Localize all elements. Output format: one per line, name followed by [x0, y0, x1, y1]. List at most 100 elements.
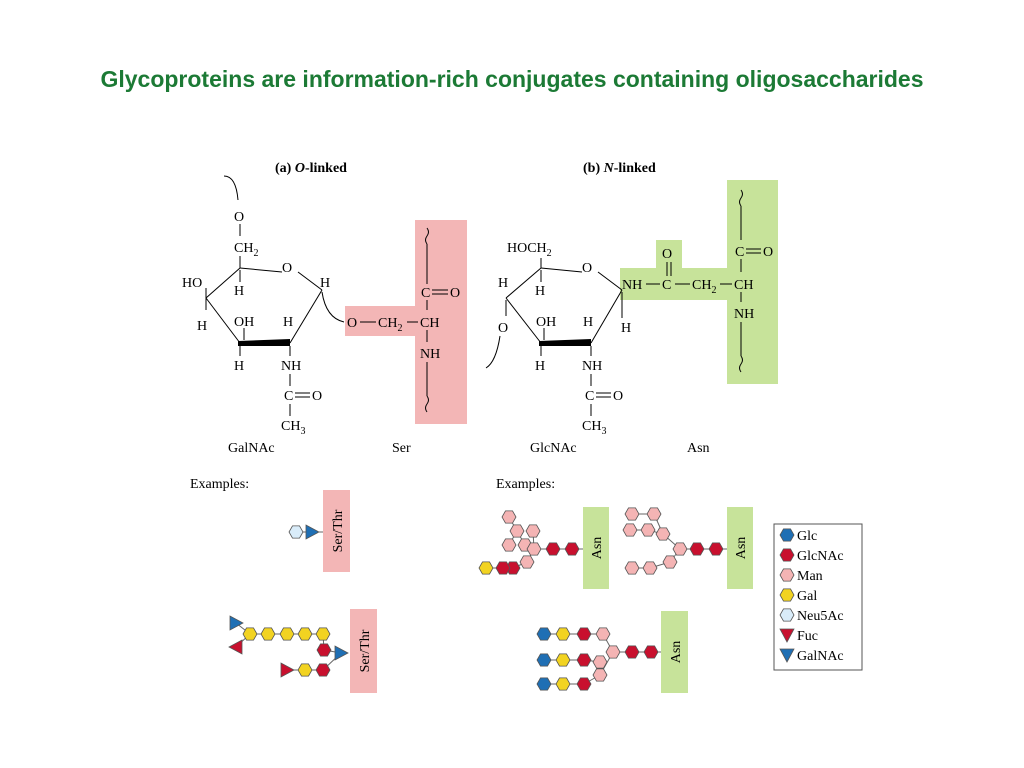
panel-a-atom-link-ch2: CH2	[378, 316, 402, 334]
legend-label: Fuc	[797, 629, 818, 644]
n-glycan-example-3	[536, 627, 659, 691]
panel-a-atom-aa-c: C	[421, 286, 430, 301]
legend-label: Neu5Ac	[797, 609, 844, 624]
glcnac-symbol	[576, 627, 592, 641]
glcnac-symbol	[576, 653, 592, 667]
panel-b-atom-link-c-o: O	[662, 247, 672, 262]
panel-b-ring-bond	[590, 289, 623, 344]
glcnac-symbol	[689, 542, 705, 556]
man-symbol	[622, 523, 638, 537]
panel-b-ring-bold-bond	[539, 339, 591, 346]
panel-a-atom-aa-o: O	[450, 286, 460, 301]
panel-a-ring-bold-bond	[238, 339, 290, 346]
panel-a-o-linked: (a) O-linked O CH2 O HO H H H OH H H NH …	[182, 161, 467, 456]
glcnac-symbol	[564, 542, 580, 556]
panel-a-atom-oh: OH	[234, 315, 254, 330]
panel-a-atom-ch2: CH2	[234, 241, 258, 259]
glcnac-symbol	[708, 542, 724, 556]
n-example-2-asn-label: Asn	[734, 537, 749, 560]
legend-item-glcnac: GlcNAc	[779, 548, 844, 564]
gal-symbol	[478, 561, 494, 575]
panel-b-ring-bond	[540, 267, 583, 273]
panel-a-ring-o: O	[282, 261, 292, 276]
panel-a-atom-h: H	[197, 319, 207, 334]
panel-b-atom-hoch2: HOCH2	[507, 241, 552, 259]
gal-symbol	[555, 653, 571, 667]
n-glycan-example-1	[478, 510, 580, 575]
man-symbol	[519, 555, 535, 569]
glcnac-symbol	[316, 643, 332, 657]
panel-b-ring-o: O	[582, 261, 592, 276]
panel-a-sugar-name: GalNAc	[228, 441, 275, 456]
panel-b-atom-h: H	[498, 276, 508, 291]
panel-b-atom-h: H	[535, 284, 545, 299]
glcnac-symbol	[624, 645, 640, 659]
gal-legend-icon	[779, 588, 795, 602]
panel-b-n-linked: (b) N-linked HOCH2 O H H O OH H H H NH C…	[485, 161, 778, 456]
man-symbol	[526, 542, 542, 556]
o-glycan-example-2	[228, 615, 349, 678]
panel-a-atom-ch: CH	[420, 316, 439, 331]
legend-label: Gal	[797, 589, 817, 604]
panel-b-atom-c: C	[585, 389, 594, 404]
gal-symbol	[315, 627, 331, 641]
n-example-1-asn-box	[583, 507, 609, 589]
panel-a-linkage-highlight	[345, 306, 467, 336]
galnac-symbol	[334, 645, 349, 661]
glcnac-symbol	[495, 561, 511, 575]
panel-a-atom-h: H	[320, 276, 330, 291]
n-glycan-example-2	[622, 507, 724, 575]
slide-title: Glycoproteins are information-rich conju…	[100, 66, 924, 92]
panel-a-atom-h: H	[234, 284, 244, 299]
panel-a-ring-bond	[297, 271, 323, 291]
panel-b-ring-bond	[505, 297, 542, 344]
panel-b-atom-o: O	[613, 389, 623, 404]
panel-b-atom-h: H	[535, 359, 545, 374]
gal-symbol	[279, 627, 295, 641]
glycan-examples	[228, 507, 727, 691]
panel-b-atom-h: H	[621, 321, 631, 336]
panel-a-ring-bond	[239, 267, 283, 273]
man-symbol	[525, 524, 541, 538]
n-example-1-asn-label: Asn	[590, 537, 605, 560]
panel-b-label: (b) N-linked	[583, 161, 656, 176]
panel-b-atom-ch3: CH3	[582, 419, 606, 437]
fuc-symbol	[280, 662, 295, 678]
fuc-legend-icon	[779, 628, 795, 643]
man-symbol	[501, 538, 517, 552]
legend-label: GalNAc	[797, 649, 844, 664]
n-example-2-asn-box	[727, 507, 753, 589]
man-symbol	[662, 555, 678, 569]
neu5ac-legend-icon	[779, 608, 795, 622]
man-symbol	[624, 561, 640, 575]
panel-a-chain-bond	[223, 175, 239, 201]
galnac-symbol	[305, 524, 320, 540]
neu5ac-symbol	[288, 525, 304, 539]
man-symbol	[501, 510, 517, 524]
legend-item-man: Man	[779, 568, 823, 584]
panel-b-atom-aa-o: O	[763, 245, 773, 260]
panel-b-atom-link-nh: NH	[622, 278, 642, 293]
o-example-2-serthr-label: Ser/Thr	[358, 629, 373, 672]
panel-a-ring-bond	[289, 289, 323, 344]
glcnac-symbol	[545, 542, 561, 556]
panel-a-atom-h: H	[234, 359, 244, 374]
man-symbol	[640, 523, 656, 537]
panel-a-atom-ch3: CH3	[281, 419, 305, 437]
legend-item-fuc: Fuc	[779, 628, 818, 644]
panel-b-aa-name: Asn	[687, 441, 710, 456]
panel-b-atom-aa-nh: NH	[734, 307, 754, 322]
panel-a-atom-o-top: O	[234, 210, 244, 225]
glcnac-symbol	[315, 663, 331, 677]
man-symbol	[592, 668, 608, 682]
panel-a-atom-h: H	[283, 315, 293, 330]
panel-a-examples-label: Examples:	[190, 477, 249, 492]
panel-b-ring-bond	[505, 267, 542, 299]
glcnac-symbol	[643, 645, 659, 659]
panel-b-sugar-name: GlcNAc	[530, 441, 577, 456]
panel-a-ring-bond	[205, 297, 241, 344]
glcnac-legend-icon	[779, 548, 795, 562]
gal-symbol	[242, 627, 258, 641]
legend-item-galnac: GalNAc	[779, 648, 844, 664]
